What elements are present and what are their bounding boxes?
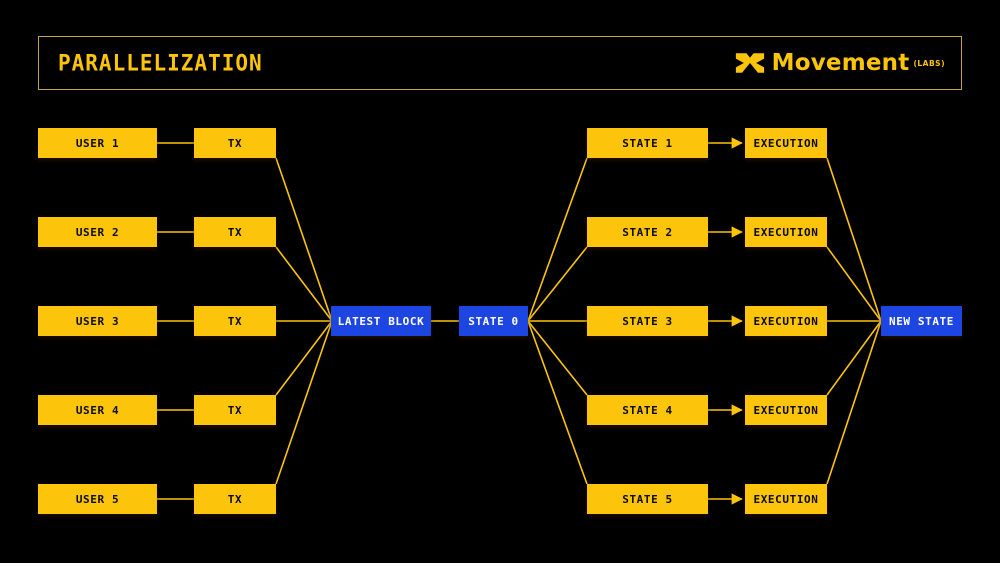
user-5-node: USER 5 xyxy=(38,484,157,514)
state-0-node: STATE 0 xyxy=(459,306,528,336)
tx-node-5: TX xyxy=(194,484,276,514)
state-3-node: STATE 3 xyxy=(587,306,708,336)
execution-node-4: EXECUTION xyxy=(745,395,827,425)
new-state-node: NEW STATE xyxy=(881,306,962,336)
user-3-node: USER 3 xyxy=(38,306,157,336)
latest-block-node: LATEST BLOCK xyxy=(331,306,431,336)
brand-logo: Movement (LABS) xyxy=(735,50,945,76)
execution-node-3: EXECUTION xyxy=(745,306,827,336)
execution-node-5: EXECUTION xyxy=(745,484,827,514)
brand-name: Movement xyxy=(771,50,910,76)
movement-m-icon xyxy=(735,53,764,73)
state-4-node: STATE 4 xyxy=(587,395,708,425)
tx-node-2: TX xyxy=(194,217,276,247)
tx-node-4: TX xyxy=(194,395,276,425)
tx-node-1: TX xyxy=(194,128,276,158)
execution-node-2: EXECUTION xyxy=(745,217,827,247)
page-title: PARALLELIZATION xyxy=(58,50,263,76)
execution-node-1: EXECUTION xyxy=(745,128,827,158)
user-1-node: USER 1 xyxy=(38,128,157,158)
user-4-node: USER 4 xyxy=(38,395,157,425)
state-2-node: STATE 2 xyxy=(587,217,708,247)
state-1-node: STATE 1 xyxy=(587,128,708,158)
tx-node-3: TX xyxy=(194,306,276,336)
header-bar: PARALLELIZATION Movement (LABS) xyxy=(38,36,962,90)
user-2-node: USER 2 xyxy=(38,217,157,247)
brand-suffix-labs: (LABS) xyxy=(913,59,945,68)
state-5-node: STATE 5 xyxy=(587,484,708,514)
